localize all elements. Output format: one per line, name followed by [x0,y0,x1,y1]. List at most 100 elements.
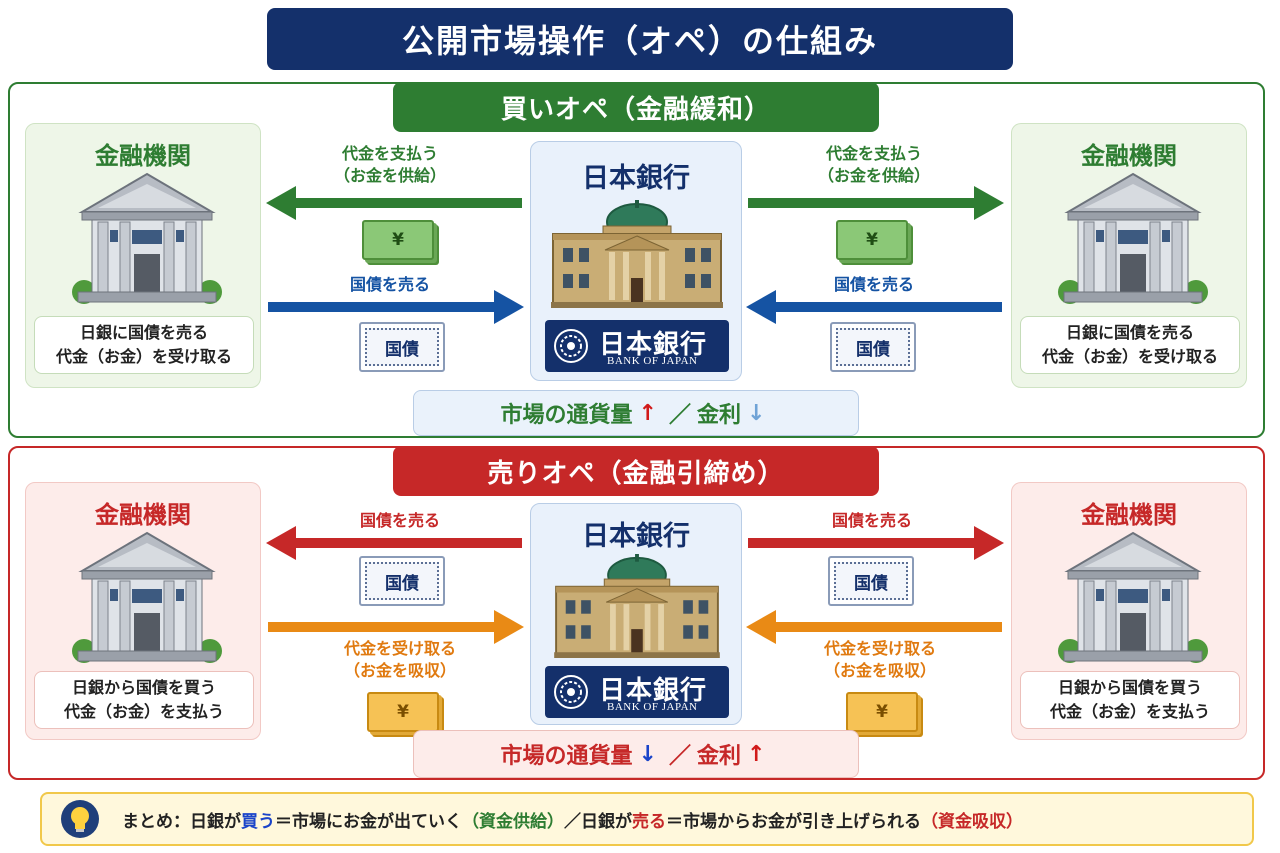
bank-of-japan-title: 日本銀行 [582,163,690,194]
money-bundle-icon: ¥ [362,220,434,260]
financial-institution-label: 金融機関 [1081,142,1177,170]
government-bond-icon: 国債 [828,556,914,606]
light-bulb-icon [61,800,99,838]
result-separator: ／ [668,744,691,769]
bank-of-japan-logo-subtext: BANK OF JAPAN [607,355,698,367]
money-bundle-icon: ¥ [836,220,908,260]
sell-left-money-label: 代金を受け取る （お金を吸収） [300,638,500,682]
sell-operation-title: 売りオペ（金融引締め） [393,446,879,496]
financial-institution-description: 日銀から国債を買う 代金（お金）を支払う [34,671,254,729]
bond-label: 国債 [836,328,910,366]
bank-of-japan-logo: 日本銀行 BANK OF JAPAN [545,666,729,718]
sell-right-bond-label: 国債を売る [831,511,912,530]
buy-operation-title: 買いオペ（金融緩和） [393,82,879,132]
yen-symbol: ¥ [876,702,888,722]
bank-of-japan-logo-subtext: BANK OF JAPAN [607,701,698,713]
bank-building-icon [1058,172,1208,304]
arrow-down-icon: ↓ [747,400,766,426]
description-line-1: 日銀に国債を売る [1065,323,1194,342]
buy-left-money-arrow-icon [266,186,522,220]
bank-building-icon [72,172,222,304]
financial-institution-label: 金融機関 [95,142,191,170]
arrow-up-icon: ↑ [638,400,657,426]
buy-right-bond-arrow-icon [746,290,1002,324]
money-bundle-icon: ¥ [367,692,439,732]
bank-of-japan-title: 日本銀行 [582,521,690,552]
result-money-supply: 市場の通貨量 [500,403,633,428]
arrow-down-icon: ↓ [638,741,657,767]
sell-right-money-arrow-icon [746,610,1002,644]
result-interest-rate: 金利 [697,403,742,428]
summary-box: まとめ：日銀が 買う ＝市場にお金が出ていく （資金供給） ／日銀が 売る ＝市… [40,792,1254,846]
buy-right-money-label: 代金を支払う （お金を供給） [774,143,974,187]
arrow-label-line-2: （お金を吸収） [343,661,456,680]
yen-symbol: ¥ [397,702,409,722]
bank-of-japan-logo-text: 日本銀行 [599,330,708,360]
government-bond-icon: 国債 [830,322,916,372]
page-title: 公開市場操作（オペ）の仕組み [267,8,1013,70]
buy-right-financial-institution: 金融機関 日銀に国債を売る 代金（お金）を受け取る [1011,123,1247,388]
bank-of-japan-logo-text: 日本銀行 [599,676,708,706]
sell-right-financial-institution: 金融機関 日銀から国債を買う 代金（お金）を支払う [1011,482,1247,740]
description-line-1: 日銀から国債を買う [71,678,216,697]
result-money-supply: 市場の通貨量 [500,744,633,769]
arrow-label-line-2: （お金を供給） [333,166,446,185]
description-line-2: 代金（お金）を受け取る [1041,347,1218,366]
financial-institution-description: 日銀から国債を買う 代金（お金）を支払う [1020,671,1240,729]
sell-right-bond-arrow-icon [748,526,1004,560]
financial-institution-description: 日銀に国債を売る 代金（お金）を受け取る [34,316,254,374]
sell-right-money-label: 代金を受け取る （お金を吸収） [780,638,980,682]
government-bond-icon: 国債 [359,322,445,372]
summary-text-4: ＝市場からお金が引き上げられる [666,811,921,832]
financial-institution-description: 日銀に国債を売る 代金（お金）を受け取る [1020,316,1240,374]
buy-right-bond-label: 国債を売る [833,275,914,294]
bank-of-japan-building-icon [551,200,723,308]
arrow-up-icon: ↑ [747,741,766,767]
sell-bank-of-japan: 日本銀行 日本銀行 BANK OF JAPAN [530,503,742,725]
description-line-1: 日銀から国債を買う [1057,678,1202,697]
sell-left-bond-arrow-icon [266,526,522,560]
bank-of-japan-logo: 日本銀行 BANK OF JAPAN [545,320,729,372]
description-line-2: 代金（お金）を支払う [63,702,224,721]
bond-label: 国債 [365,328,439,366]
financial-institution-label: 金融機関 [95,501,191,529]
summary-fund-absorption: （資金吸収） [921,811,1023,832]
sell-result-box: 市場の通貨量 ↓ ／ 金利 ↑ [413,730,859,778]
summary-fund-supply: （資金供給） [462,811,564,832]
buy-left-financial-institution: 金融機関 日銀に国債を売る 代金（お金）を受け取る [25,123,261,388]
bank-of-japan-emblem-icon [554,329,588,363]
buy-left-bond-label: 国債を売る [349,275,430,294]
money-bundle-icon: ¥ [846,692,918,732]
result-interest-rate: 金利 [697,744,742,769]
buy-bank-of-japan: 日本銀行 日本銀行 BANK OF JAPAN [530,141,742,381]
bond-label: 国債 [834,562,908,600]
government-bond-icon: 国債 [359,556,445,606]
sell-left-money-arrow-icon [268,610,524,644]
financial-institution-label: 金融機関 [1081,501,1177,529]
buy-right-money-arrow-icon [748,186,1004,220]
yen-symbol: ¥ [866,230,878,250]
summary-buy-word: 買う [241,811,275,832]
sell-left-financial-institution: 金融機関 日銀から国債を買う 代金（お金）を支払う [25,482,261,740]
arrow-label-line-1: 代金を支払う [825,144,922,163]
arrow-label-line-1: 代金を受け取る [823,639,936,658]
bank-building-icon [1058,531,1208,663]
arrow-label-line-2: （お金を供給） [817,166,930,185]
summary-text-2: ＝市場にお金が出ていく [275,811,462,832]
summary-text-3: ／日銀が [564,811,632,832]
summary-sell-word: 売る [632,811,666,832]
arrow-label-line-2: （お金を吸収） [823,661,936,680]
description-line-1: 日銀に国債を売る [79,323,208,342]
bank-of-japan-building-icon [554,554,720,658]
arrow-label-line-1: 代金を受け取る [343,639,456,658]
summary-text-1: まとめ：日銀が [122,811,241,832]
yen-symbol: ¥ [392,230,404,250]
buy-result-box: 市場の通貨量 ↑ ／ 金利 ↓ [413,390,859,436]
bank-building-icon [72,531,222,663]
result-separator: ／ [668,403,691,428]
description-line-2: 代金（お金）を支払う [1049,702,1210,721]
buy-left-bond-arrow-icon [268,290,524,324]
bond-label: 国債 [365,562,439,600]
bank-of-japan-emblem-icon [554,675,588,709]
buy-left-money-label: 代金を支払う （お金を供給） [290,143,490,187]
